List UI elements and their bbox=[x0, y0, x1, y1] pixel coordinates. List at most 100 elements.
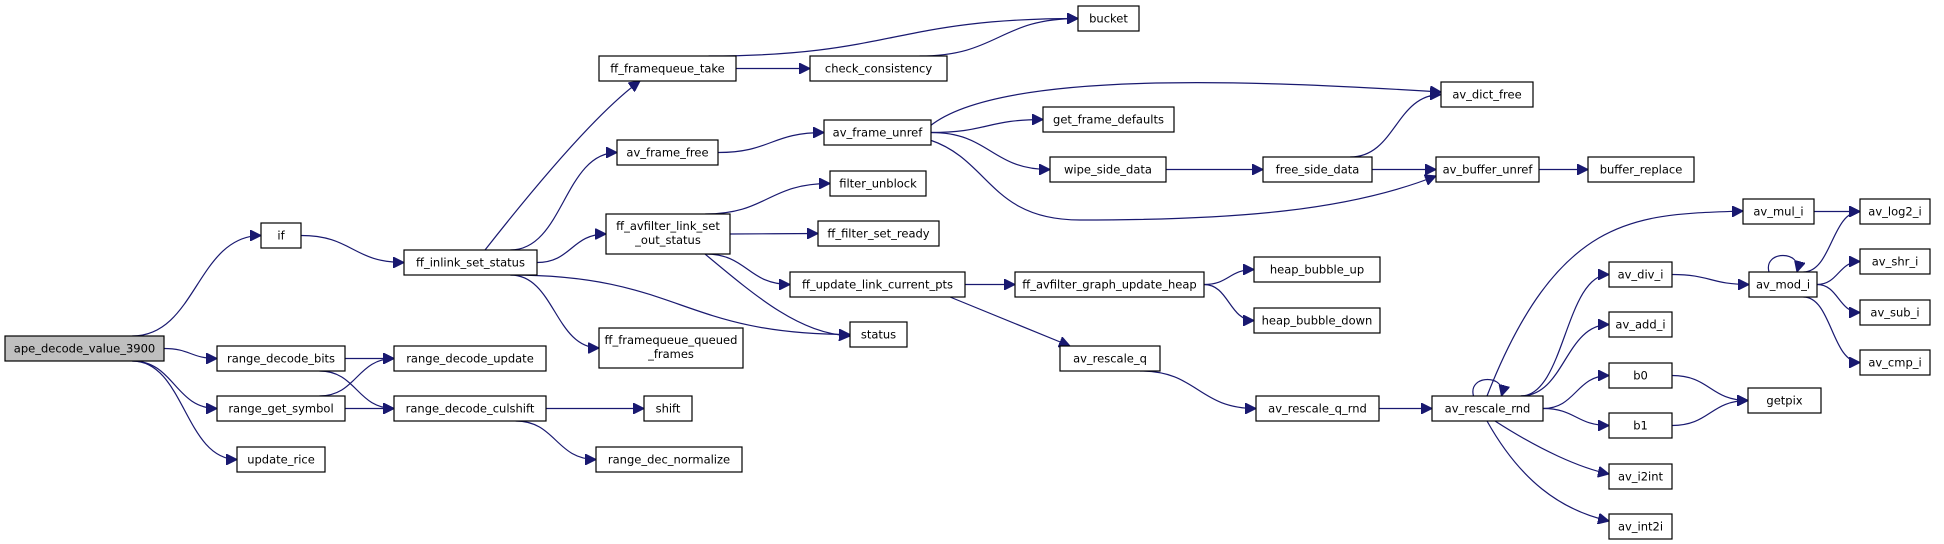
node-bucket[interactable]: bucket bbox=[1077, 5, 1140, 32]
node-label: b1 bbox=[1633, 419, 1648, 433]
node-ff-update-link-current-pts[interactable]: ff_update_link_current_pts bbox=[789, 271, 966, 298]
node-box[interactable] bbox=[1608, 362, 1673, 389]
node-box[interactable] bbox=[216, 345, 346, 372]
node-av-i2int[interactable]: av_i2int bbox=[1608, 463, 1673, 490]
edge-av_rescale_rnd-to-av_rescale_rnd bbox=[1472, 378, 1502, 397]
node-av-log2-i[interactable]: av_log2_i bbox=[1859, 198, 1931, 225]
node-box[interactable] bbox=[1262, 156, 1373, 183]
node-av-frame-free[interactable]: av_frame_free bbox=[616, 139, 719, 166]
node-ff-framequeue-take[interactable]: ff_framequeue_take bbox=[598, 55, 737, 82]
node-av-int2i[interactable]: av_int2i bbox=[1608, 513, 1673, 540]
node-ff-avfilter-graph-update-heap[interactable]: ff_avfilter_graph_update_heap bbox=[1014, 271, 1205, 298]
node-b1[interactable]: b1 bbox=[1608, 412, 1673, 439]
node-box[interactable] bbox=[598, 55, 737, 82]
node-box[interactable] bbox=[1608, 261, 1673, 288]
node-heap-bubble-up[interactable]: heap_bubble_up bbox=[1253, 256, 1381, 283]
node-av-dict-free[interactable]: av_dict_free bbox=[1440, 81, 1534, 108]
node-box[interactable] bbox=[849, 321, 908, 348]
node-box[interactable] bbox=[1608, 412, 1673, 439]
node-box[interactable] bbox=[829, 170, 927, 197]
node-box[interactable] bbox=[1255, 395, 1380, 422]
node-box[interactable] bbox=[1077, 5, 1140, 32]
node-box[interactable] bbox=[1049, 156, 1167, 183]
node-box[interactable] bbox=[616, 139, 719, 166]
node-av-div-i[interactable]: av_div_i bbox=[1608, 261, 1673, 288]
node-wipe-side-data[interactable]: wipe_side_data bbox=[1049, 156, 1167, 183]
node-box[interactable] bbox=[4, 335, 165, 362]
node-box[interactable] bbox=[393, 395, 547, 422]
node-box[interactable] bbox=[1042, 106, 1175, 133]
node-box[interactable] bbox=[595, 446, 743, 473]
node-box[interactable] bbox=[1059, 345, 1161, 372]
node-filter-unblock[interactable]: filter_unblock bbox=[829, 170, 927, 197]
node-label: av_sub_i bbox=[1870, 306, 1919, 320]
node-range-decode-bits[interactable]: range_decode_bits bbox=[216, 345, 346, 372]
node-ff-inlink-set-status[interactable]: ff_inlink_set_status bbox=[403, 249, 538, 276]
node-status[interactable]: status bbox=[849, 321, 908, 348]
node-av-frame-unref[interactable]: av_frame_unref bbox=[823, 119, 932, 146]
node-buffer-replace[interactable]: buffer_replace bbox=[1587, 156, 1695, 183]
node-box[interactable] bbox=[817, 220, 940, 247]
node-label: range_decode_bits bbox=[227, 352, 335, 366]
node-ff-filter-set-ready[interactable]: ff_filter_set_ready bbox=[817, 220, 940, 247]
node-box[interactable] bbox=[789, 271, 966, 298]
node-if[interactable]: if bbox=[260, 222, 302, 249]
node-av-buffer-unref[interactable]: av_buffer_unref bbox=[1435, 156, 1540, 183]
node-box[interactable] bbox=[1748, 271, 1818, 298]
node-b0[interactable]: b0 bbox=[1608, 362, 1673, 389]
node-box[interactable] bbox=[1608, 463, 1673, 490]
node-getpix[interactable]: getpix bbox=[1747, 387, 1822, 414]
node-av-add-i[interactable]: av_add_i bbox=[1608, 311, 1673, 338]
node-box[interactable] bbox=[1859, 248, 1931, 275]
node-box[interactable] bbox=[1253, 256, 1381, 283]
node-box[interactable] bbox=[1608, 311, 1673, 338]
node-box[interactable] bbox=[823, 119, 932, 146]
node-box[interactable] bbox=[1014, 271, 1205, 298]
node-label: av_shr_i bbox=[1872, 255, 1919, 269]
node-box[interactable] bbox=[393, 345, 547, 372]
node-box[interactable] bbox=[809, 55, 948, 82]
node-av-rescale-q-rnd[interactable]: av_rescale_q_rnd bbox=[1255, 395, 1380, 422]
node-label: ff_framequeue_take bbox=[610, 62, 724, 76]
node-av-rescale-q[interactable]: av_rescale_q bbox=[1059, 345, 1161, 372]
node-range-decode-update[interactable]: range_decode_update bbox=[393, 345, 547, 372]
node-box[interactable] bbox=[1608, 513, 1673, 540]
node-free-side-data[interactable]: free_side_data bbox=[1262, 156, 1373, 183]
node-range-decode-culshift[interactable]: range_decode_culshift bbox=[393, 395, 547, 422]
node-range-get-symbol[interactable]: range_get_symbol bbox=[216, 395, 346, 422]
node-box[interactable] bbox=[1859, 198, 1931, 225]
node-ape-decode-value-3900[interactable]: ape_decode_value_3900 bbox=[4, 335, 165, 362]
node-av-mul-i[interactable]: av_mul_i bbox=[1742, 198, 1815, 225]
node-update-rice[interactable]: update_rice bbox=[236, 446, 326, 473]
edge-av_frame_unref-to-av_dict_free bbox=[929, 82, 1441, 127]
node-ff-avfilter-link-set-out-status[interactable]: ff_avfilter_link_set_out_status bbox=[605, 213, 731, 255]
node-ff-framequeue-queued-frames[interactable]: ff_framequeue_queued_frames bbox=[598, 327, 744, 369]
node-heap-bubble-down[interactable]: heap_bubble_down bbox=[1253, 307, 1381, 334]
node-range-dec-normalize[interactable]: range_dec_normalize bbox=[595, 446, 743, 473]
node-box[interactable] bbox=[1587, 156, 1695, 183]
node-box[interactable] bbox=[1742, 198, 1815, 225]
node-shift[interactable]: shift bbox=[643, 395, 693, 422]
node-get-frame-defaults[interactable]: get_frame_defaults bbox=[1042, 106, 1175, 133]
node-box[interactable] bbox=[1253, 307, 1381, 334]
node-av-cmp-i[interactable]: av_cmp_i bbox=[1859, 349, 1931, 376]
node-av-sub-i[interactable]: av_sub_i bbox=[1859, 299, 1931, 326]
node-av-mod-i[interactable]: av_mod_i bbox=[1748, 271, 1818, 298]
node-box[interactable] bbox=[260, 222, 302, 249]
node-box[interactable] bbox=[216, 395, 346, 422]
node-check-consistency[interactable]: check_consistency bbox=[809, 55, 948, 82]
node-box[interactable] bbox=[1859, 349, 1931, 376]
node-box[interactable] bbox=[1435, 156, 1540, 183]
node-box[interactable] bbox=[605, 213, 731, 255]
edge-av_mod_i-to-av_shr_i bbox=[1816, 262, 1861, 286]
node-box[interactable] bbox=[236, 446, 326, 473]
node-av-rescale-rnd[interactable]: av_rescale_rnd bbox=[1431, 395, 1544, 422]
node-box[interactable] bbox=[1440, 81, 1534, 108]
node-av-shr-i[interactable]: av_shr_i bbox=[1859, 248, 1931, 275]
node-box[interactable] bbox=[598, 327, 744, 369]
node-box[interactable] bbox=[643, 395, 693, 422]
node-box[interactable] bbox=[1747, 387, 1822, 414]
node-box[interactable] bbox=[403, 249, 538, 276]
node-box[interactable] bbox=[1859, 299, 1931, 326]
node-box[interactable] bbox=[1431, 395, 1544, 422]
